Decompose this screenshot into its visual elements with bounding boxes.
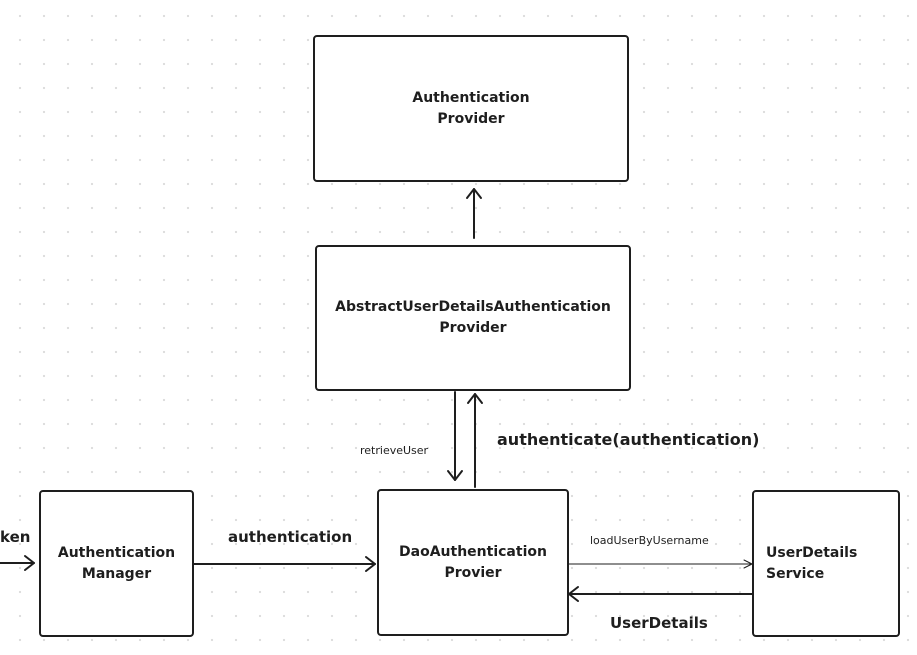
retrieve-user-edge-label: retrieveUser: [360, 444, 429, 457]
authentication-manager-box[interactable]: Authentication Manager: [39, 490, 194, 637]
dao-authentication-provider-box[interactable]: DaoAuthentication Provier: [377, 489, 569, 636]
dao-authentication-provider-label: DaoAuthentication Provier: [399, 543, 547, 581]
token-edge-label: ken: [0, 528, 31, 546]
user-details-service-box[interactable]: UserDetails Service: [752, 490, 900, 637]
arrow-authenticate: [467, 393, 483, 488]
authentication-provider-label: Authentication Provider: [412, 89, 530, 127]
authentication-edge-label: authentication: [228, 528, 353, 546]
abstract-user-details-provider-label: AbstractUserDetailsAuthentication Provid…: [335, 299, 611, 336]
arrow-token-to-manager: [0, 555, 35, 571]
load-user-by-username-edge-label: loadUserByUsername: [590, 534, 709, 547]
arrow-authentication: [193, 556, 376, 572]
arrow-retrieve-user: [447, 391, 463, 481]
arrow-abstract-to-provider: [466, 188, 482, 239]
abstract-user-details-provider-box[interactable]: AbstractUserDetailsAuthentication Provid…: [315, 245, 631, 391]
user-details-service-label: UserDetails Service: [766, 544, 858, 582]
arrow-user-details: [568, 586, 753, 602]
authentication-manager-label: Authentication Manager: [57, 544, 176, 582]
authentication-provider-box[interactable]: Authentication Provider: [313, 35, 629, 182]
authenticate-edge-label: authenticate(authentication): [497, 430, 760, 449]
user-details-edge-label: UserDetails: [610, 614, 708, 632]
arrow-load-user: [568, 559, 753, 569]
